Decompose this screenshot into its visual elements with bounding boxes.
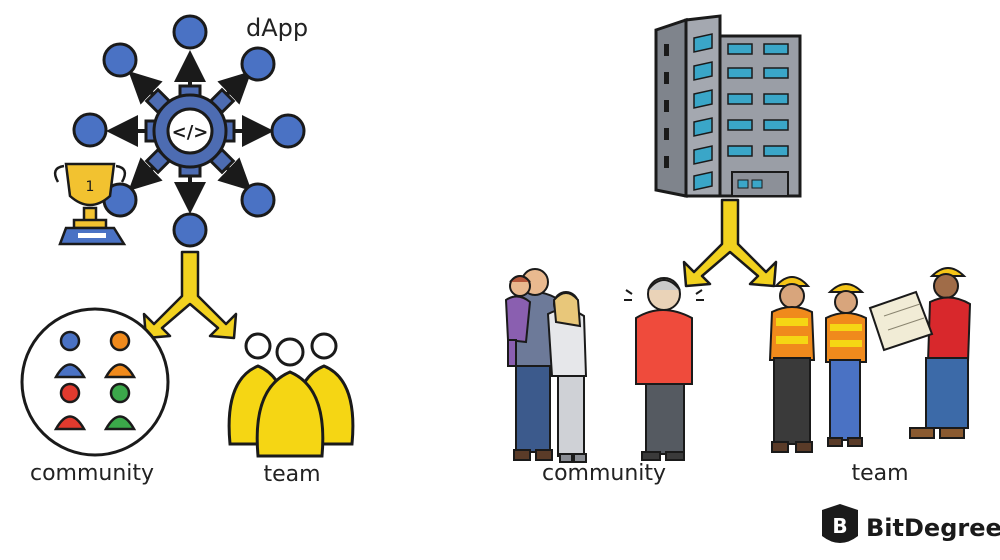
left-team-label: team (263, 462, 320, 487)
network-node (172, 14, 208, 50)
building-icon (654, 14, 802, 198)
network-node (240, 182, 276, 218)
team-icon (227, 332, 355, 458)
brand-name: BitDegree (866, 514, 1000, 542)
network-node (72, 112, 108, 148)
left-community-label: community (30, 461, 154, 486)
bitdegree-logo: B BitDegree (822, 504, 1000, 543)
code-symbol: </> (172, 122, 209, 143)
network-node (270, 113, 306, 149)
worker-with-blueprint-figure (868, 267, 972, 439)
network-node (102, 42, 138, 78)
worker-figure (825, 283, 867, 447)
network-node (240, 46, 276, 82)
right-team-label: team (851, 461, 908, 486)
split-arrow-left (142, 250, 238, 340)
trophy-icon: 1 (53, 162, 127, 246)
worker-figure (768, 276, 816, 453)
brand-logo-letter: B (832, 514, 847, 538)
trophy-rank: 1 (86, 179, 95, 195)
network-node (172, 212, 208, 248)
right-community-label: community (542, 461, 666, 486)
older-man-figure (624, 277, 704, 461)
dapp-network: </> dApp (72, 14, 308, 248)
network-nodes (72, 14, 306, 248)
family-figure (504, 268, 588, 463)
gear-icon: </> (144, 84, 236, 178)
dapp-label: dApp (246, 14, 308, 42)
split-arrow-right (682, 198, 778, 288)
community-icon (20, 307, 170, 457)
